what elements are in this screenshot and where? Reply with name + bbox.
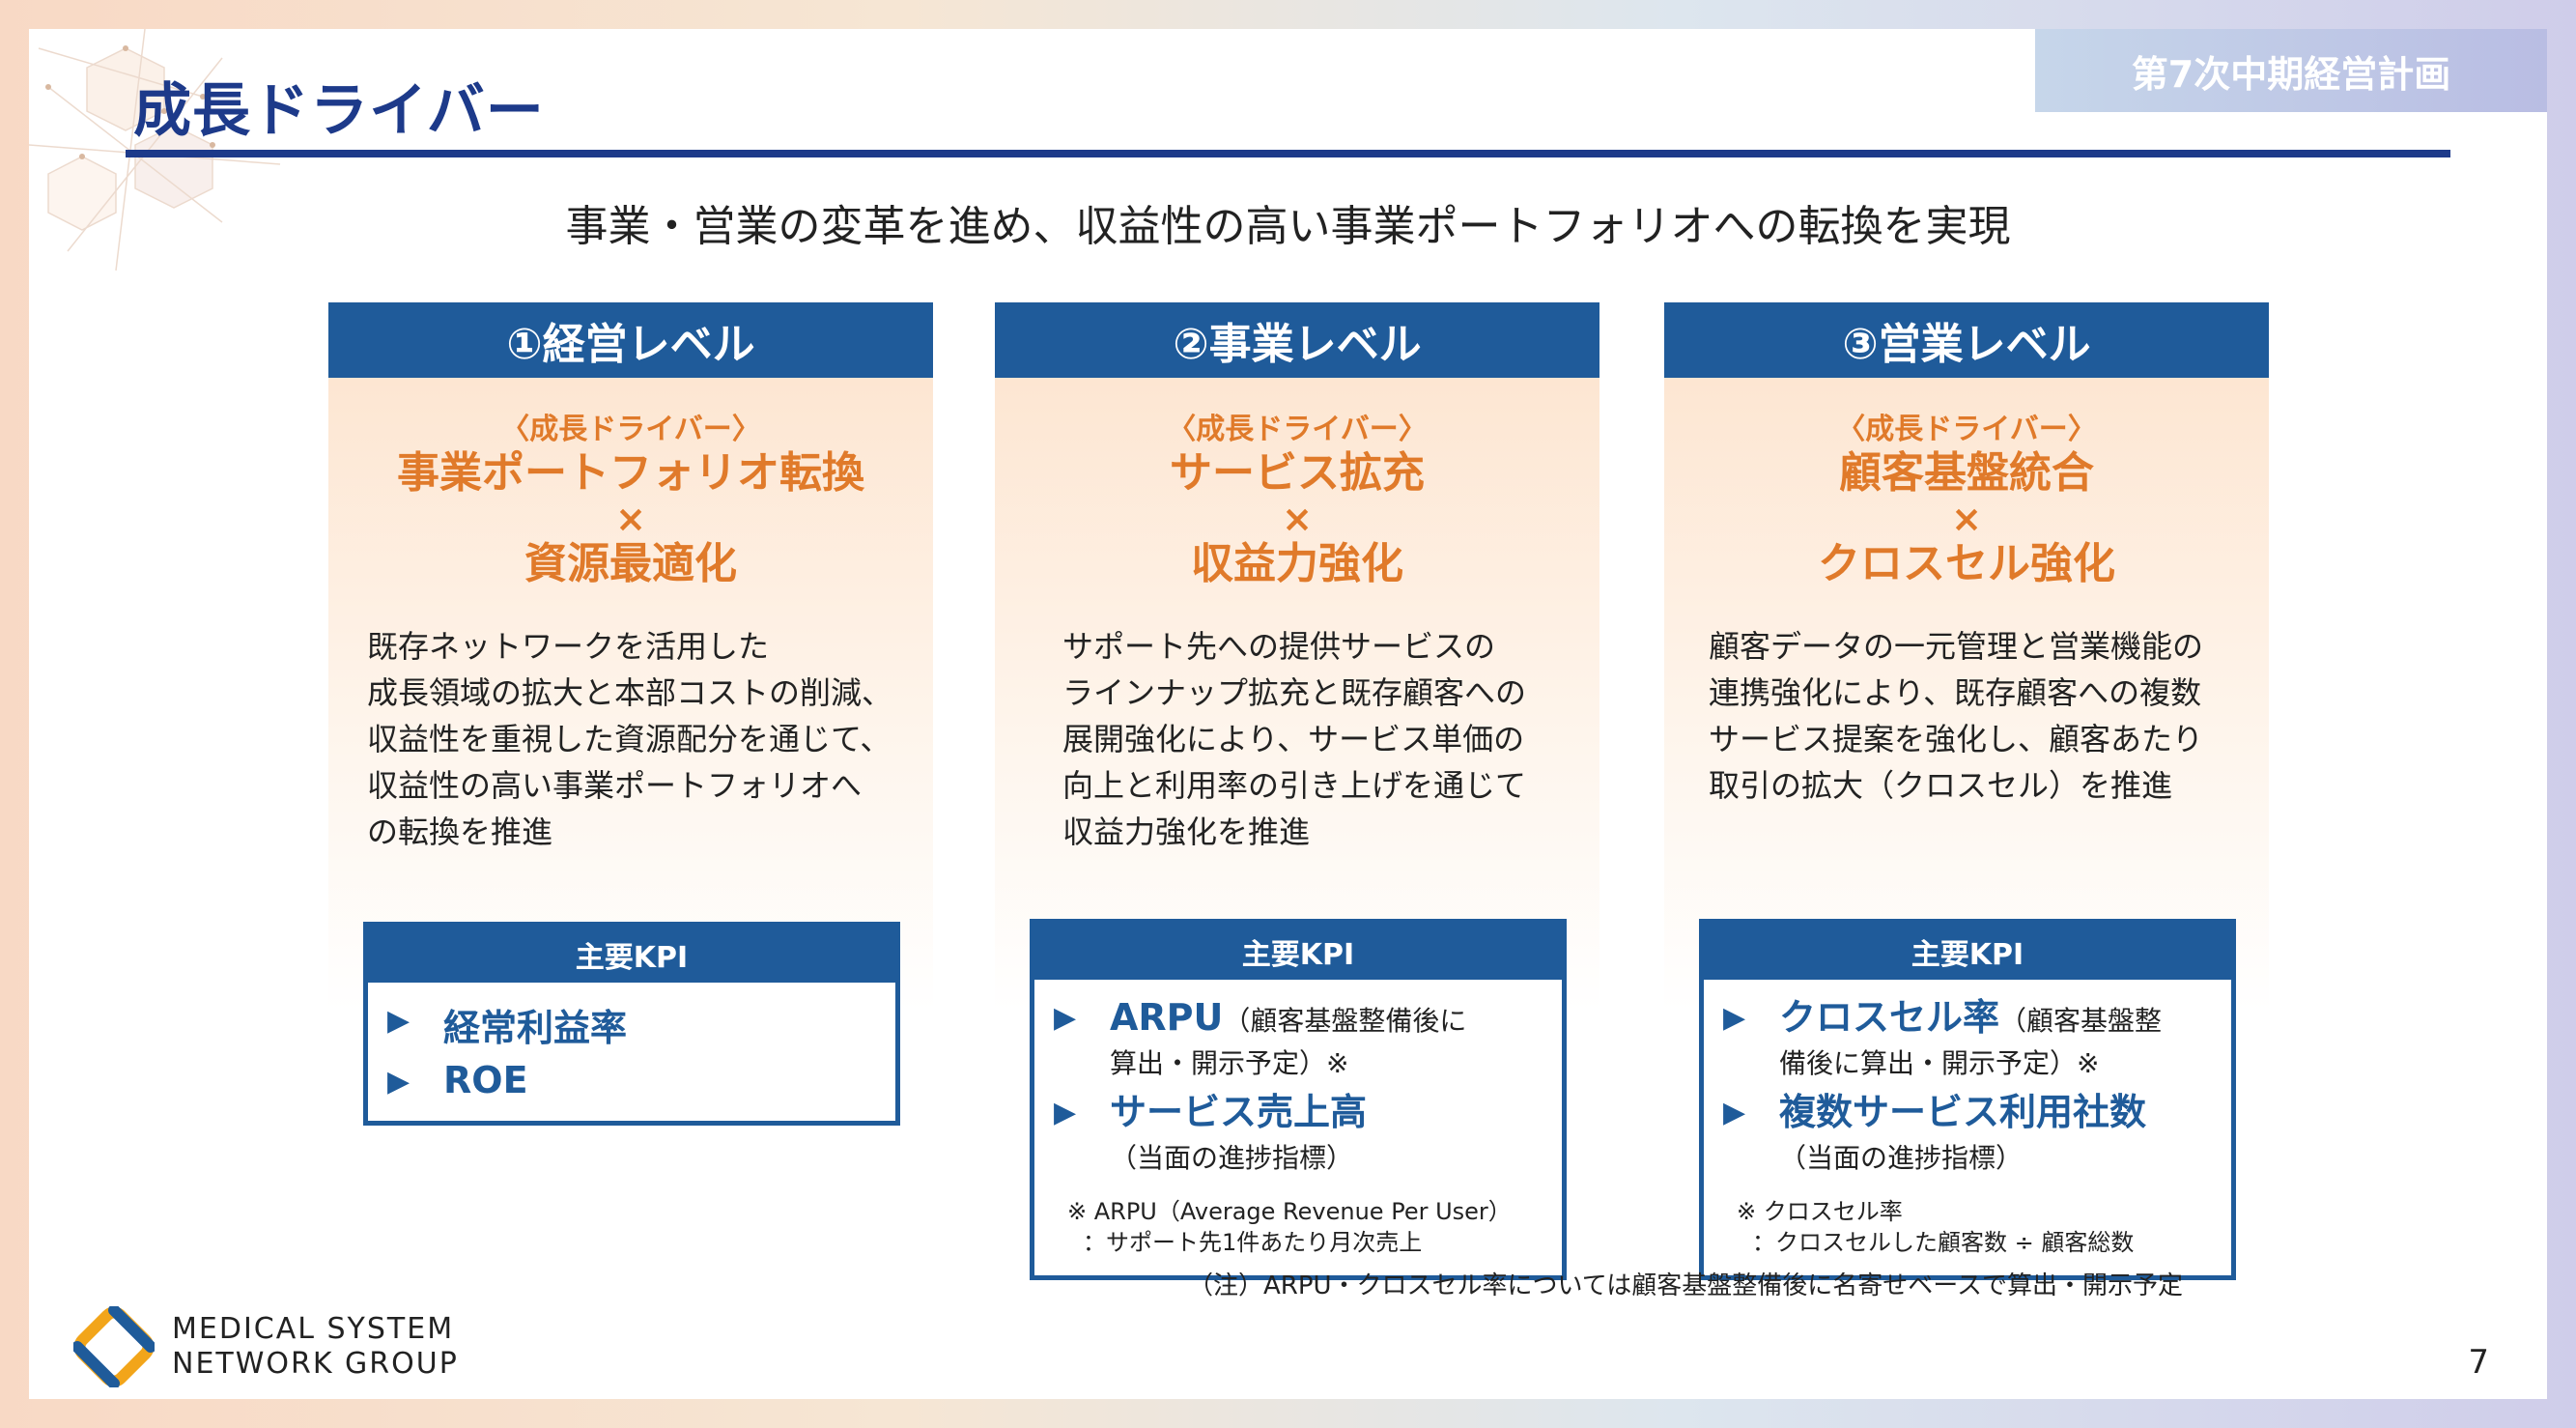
logo-line-1: MEDICAL SYSTEM (172, 1312, 455, 1346)
kpi-item: ▶ クロスセル率（顧客基盤整 備後に算出・開示予定）※ (1704, 995, 2231, 1080)
description-line: 成長領域の拡大と本部コストの削減、 (367, 674, 893, 711)
driver-line-1: サービス拡充 (1170, 448, 1425, 498)
description: サポート先への提供サービスの ラインナップ拡充と既存顧客への 展開強化により、サ… (1062, 623, 1603, 855)
driver-line-1: 顧客基盤統合 (1839, 448, 2094, 498)
company-logo: MEDICAL SYSTEM NETWORK GROUP (73, 1306, 459, 1387)
driver-line-2: クロスセル強化 (1818, 539, 2115, 588)
description-line: 収益力強化を推進 (1062, 814, 1311, 850)
kpi-header: 主要KPI (1034, 924, 1562, 980)
kpi-item: ▶ 複数サービス利用社数 （当面の進捗指標） (1704, 1090, 2231, 1175)
cross-mark: × (1282, 498, 1313, 540)
driver-label: 〈成長ドライバー〉 (1836, 413, 2097, 446)
kpi-subtext: （当面の進捗指標） (1779, 1142, 2024, 1174)
description-line: 向上と利用率の引き上げを通じて (1062, 767, 1527, 804)
kpi-item: ▶ 経常利益率 (368, 998, 895, 1051)
kpi-item: ▶ ROE (368, 1059, 895, 1101)
page-title: 成長ドライバー (133, 77, 545, 145)
page-subtitle: 事業・営業の変革を進め、収益性の高い事業ポートフォリオへの転換を実現 (565, 202, 2011, 251)
description-line: 収益性を重視した資源配分を通じて、 (367, 721, 892, 757)
driver-line-2: 資源最適化 (524, 539, 737, 588)
description-line: ラインナップ拡充と既存顧客への (1062, 674, 1527, 711)
logo-text: MEDICAL SYSTEM NETWORK GROUP (172, 1312, 459, 1382)
kpi-box: 主要KPI ▶ クロスセル率（顧客基盤整 備後に算出・開示予定）※ ▶ 複数サー… (1699, 919, 2236, 1280)
cross-mark: × (615, 498, 646, 540)
page-number: 7 (2468, 1343, 2489, 1382)
description-line: 展開強化により、サービス単価の (1062, 721, 1525, 757)
kpi-name: ROE (443, 1059, 528, 1101)
triangle-bullet-icon: ▶ (1054, 1096, 1077, 1129)
kpi-item: ▶ サービス売上高 （当面の進捗指標） (1034, 1090, 1562, 1175)
kpi-footnote: ※ ARPU（Average Revenue Per User） ：サポート先1… (1034, 1196, 1562, 1268)
description-line: 取引の拡大（クロスセル）を推進 (1709, 767, 2173, 804)
description-line: 既存ネットワークを活用した (367, 628, 770, 665)
kpi-box: 主要KPI ▶ ARPU（顧客基盤整備後に 算出・開示予定）※ ▶ サービス売上… (1030, 919, 1567, 1280)
triangle-bullet-icon: ▶ (387, 1004, 410, 1038)
column-body: 〈成長ドライバー〉 事業ポートフォリオ転換 × 資源最適化 既存ネットワークを活… (328, 378, 933, 1170)
description: 顧客データの一元管理と営業機能の 連携強化により、既存顧客への複数 サービス提案… (1709, 623, 2250, 809)
description-line: 連携強化により、既存顧客への複数 (1709, 674, 2202, 711)
column-header: ③営業レベル (1664, 302, 2269, 378)
plan-tag: 第7次中期経営計画 (2035, 29, 2547, 112)
description-line: 収益性の高い事業ポートフォリオへ (367, 767, 863, 804)
title-divider (126, 150, 2450, 157)
kpi-header: 主要KPI (1704, 924, 2231, 980)
kpi-footnote-line: ：クロスセルした顧客数 ÷ 顧客総数 (1752, 1229, 2135, 1256)
kpi-box: 主要KPI ▶ 経常利益率 ▶ ROE (363, 922, 900, 1126)
description-line: サービス提案を強化し、顧客あたり (1709, 721, 2204, 757)
column-body: 〈成長ドライバー〉 顧客基盤統合 × クロスセル強化 顧客データの一元管理と営業… (1664, 378, 2269, 1280)
kpi-name: ARPU (1110, 996, 1224, 1039)
driver-line-2: 収益力強化 (1191, 539, 1403, 588)
description: 既存ネットワークを活用した 成長領域の拡大と本部コストの削減、 収益性を重視した… (367, 623, 908, 855)
kpi-footnote-line: ※ クロスセル率 (1737, 1198, 1903, 1225)
kpi-name: 経常利益率 (443, 1007, 628, 1049)
slide: 第7次中期経営計画 成長ドライバー 事業・営業の変革を進め、収益性の高い事業ポー… (29, 29, 2547, 1399)
triangle-bullet-icon: ▶ (387, 1065, 410, 1099)
logo-diamond-icon (73, 1306, 155, 1387)
kpi-header: 主要KPI (368, 927, 895, 983)
column-header: ②事業レベル (995, 302, 1599, 378)
kpi-item: ▶ ARPU（顧客基盤整備後に 算出・開示予定）※ (1034, 995, 1562, 1080)
driver-label: 〈成長ドライバー〉 (500, 413, 761, 446)
kpi-subtext: （当面の進捗指標） (1110, 1142, 1354, 1174)
description-line: の転換を推進 (367, 814, 553, 850)
kpi-subtext: 備後に算出・開示予定）※ (1779, 1047, 2100, 1079)
kpi-name: 複数サービス利用社数 (1779, 1091, 2147, 1133)
column-business: ②事業レベル 〈成長ドライバー〉 サービス拡充 × 収益力強化 サポート先への提… (995, 302, 1599, 1280)
triangle-bullet-icon: ▶ (1054, 1001, 1077, 1035)
footnote: （注）ARPU・クロスセル率については顧客基盤整備後に名寄せベースで算出・開示予… (1188, 1271, 2183, 1300)
kpi-note-inline: （顧客基盤整備後に (1223, 1005, 1467, 1037)
kpi-footnote-line: ：サポート先1件あたり月次売上 (1083, 1229, 1423, 1256)
column-body: 〈成長ドライバー〉 サービス拡充 × 収益力強化 サポート先への提供サービスの … (995, 378, 1599, 1280)
kpi-footnote: ※ クロスセル率 ：クロスセルした顧客数 ÷ 顧客総数 (1704, 1196, 2231, 1268)
kpi-name: クロスセル率 (1779, 996, 2000, 1039)
kpi-footnote-line: ※ ARPU（Average Revenue Per User） (1067, 1198, 1512, 1225)
kpi-subtext: 算出・開示予定）※ (1110, 1047, 1349, 1079)
driver-line-1: 事業ポートフォリオ転換 (397, 448, 864, 498)
triangle-bullet-icon: ▶ (1723, 1001, 1746, 1035)
column-header: ①経営レベル (328, 302, 933, 378)
description-line: サポート先への提供サービスの (1062, 628, 1496, 665)
driver-label: 〈成長ドライバー〉 (1167, 413, 1428, 446)
cross-mark: × (1951, 498, 1982, 540)
kpi-name: サービス売上高 (1110, 1091, 1368, 1133)
column-sales: ③営業レベル 〈成長ドライバー〉 顧客基盤統合 × クロスセル強化 顧客データの… (1664, 302, 2269, 1280)
kpi-note-inline: （顧客基盤整 (1999, 1005, 2163, 1037)
triangle-bullet-icon: ▶ (1723, 1096, 1746, 1129)
column-management: ①経営レベル 〈成長ドライバー〉 事業ポートフォリオ転換 × 資源最適化 既存ネ… (328, 302, 933, 1170)
logo-line-2: NETWORK GROUP (172, 1347, 459, 1381)
description-line: 顧客データの一元管理と営業機能の (1709, 628, 2204, 665)
